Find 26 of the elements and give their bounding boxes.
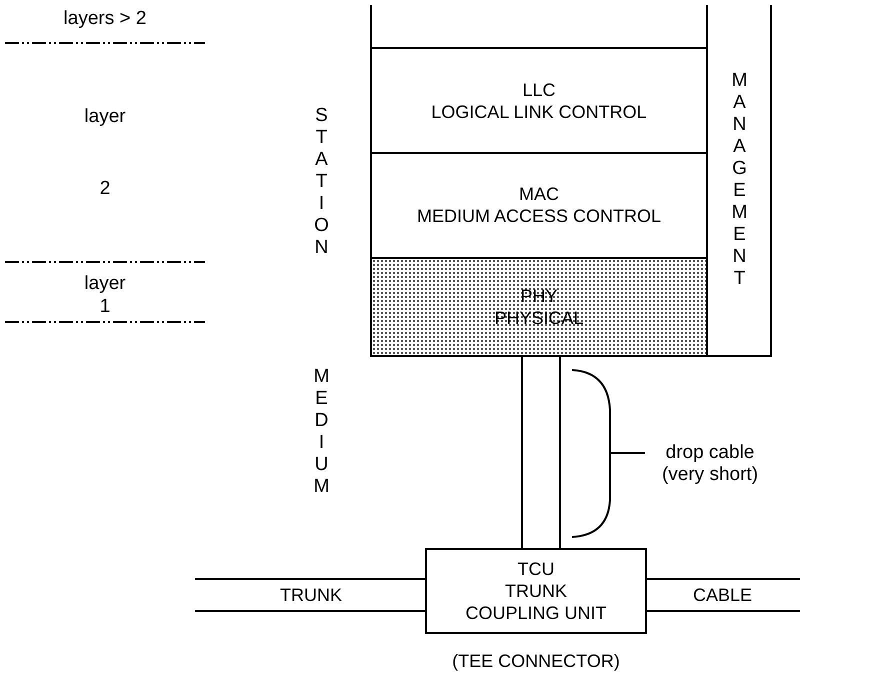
- vertical-label: MEDIUM: [310, 366, 332, 498]
- cable-band: [195, 578, 427, 612]
- shaded-layer-box: [370, 257, 708, 357]
- layer-name: TRUNK: [280, 584, 342, 606]
- vertical-label: MANAGEMENT: [728, 70, 750, 290]
- node-label: (TEE CONNECTOR): [451, 650, 621, 672]
- cable-band: [645, 578, 800, 612]
- layer-name: CABLE: [692, 584, 752, 606]
- vertical-label: STATION: [310, 105, 332, 259]
- layer-box: [370, 47, 708, 154]
- layer-name: TRUNK COUPLING UNIT: [464, 580, 608, 624]
- layer-number: 2: [98, 178, 112, 200]
- layer-name: LOGICAL LINK CONTROL: [431, 100, 647, 122]
- cable-line: [521, 356, 561, 549]
- layer-abbreviation: PHY: [520, 285, 558, 307]
- layer-abbreviation: TCU: [518, 558, 554, 580]
- layer-number: 1: [98, 296, 112, 318]
- layer-label: layers > 2: [62, 8, 148, 30]
- layer-label: layer: [83, 273, 127, 295]
- layer-abbreviation: MAC: [519, 183, 559, 205]
- coupling-unit-box: [425, 548, 647, 634]
- layer-name: MEDIUM ACCESS CONTROL: [416, 205, 662, 227]
- layer-abbreviation: LLC: [522, 78, 556, 100]
- annotation-text: drop cable (very short): [660, 442, 760, 486]
- management-column: [706, 5, 772, 357]
- layer-label: layer: [83, 106, 127, 128]
